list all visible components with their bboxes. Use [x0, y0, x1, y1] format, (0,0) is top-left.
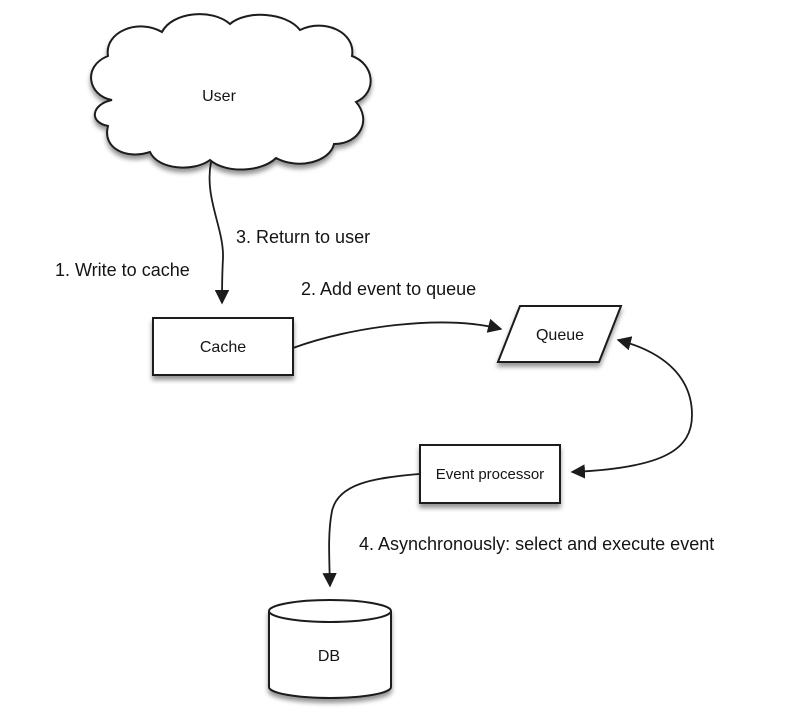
node-cache: Cache	[152, 317, 294, 376]
node-event-processor-label: Event processor	[436, 466, 544, 483]
node-queue: Queue	[496, 305, 623, 363]
edge-label-step1: 1. Write to cache	[55, 260, 190, 280]
node-event-processor: Event processor	[419, 444, 561, 504]
edge-label-step3: 3. Return to user	[236, 227, 370, 247]
cache-box	[152, 317, 294, 376]
cloud-shape	[90, 13, 372, 171]
node-user: User	[90, 13, 372, 171]
node-queue-label: Queue	[536, 327, 584, 344]
edge-user-to-cache	[208, 161, 230, 305]
db-cylinder-body	[268, 611, 392, 699]
node-db-label: DB	[318, 648, 340, 665]
edge-label-step4: 4. Asynchronously: select and execute ev…	[359, 534, 714, 554]
event-processor-box	[419, 444, 561, 504]
edge-event-processor-to-db	[322, 473, 420, 588]
node-db	[268, 599, 392, 699]
edge-label-step2: 2. Add event to queue	[301, 279, 476, 299]
db-cylinder-top	[268, 599, 392, 623]
node-user-label: User	[202, 88, 236, 105]
edge-cache-to-queue	[292, 318, 503, 349]
node-cache-label: Cache	[200, 339, 246, 356]
edge-queue-event-processor	[570, 336, 693, 479]
queue-parallelogram	[496, 305, 623, 363]
